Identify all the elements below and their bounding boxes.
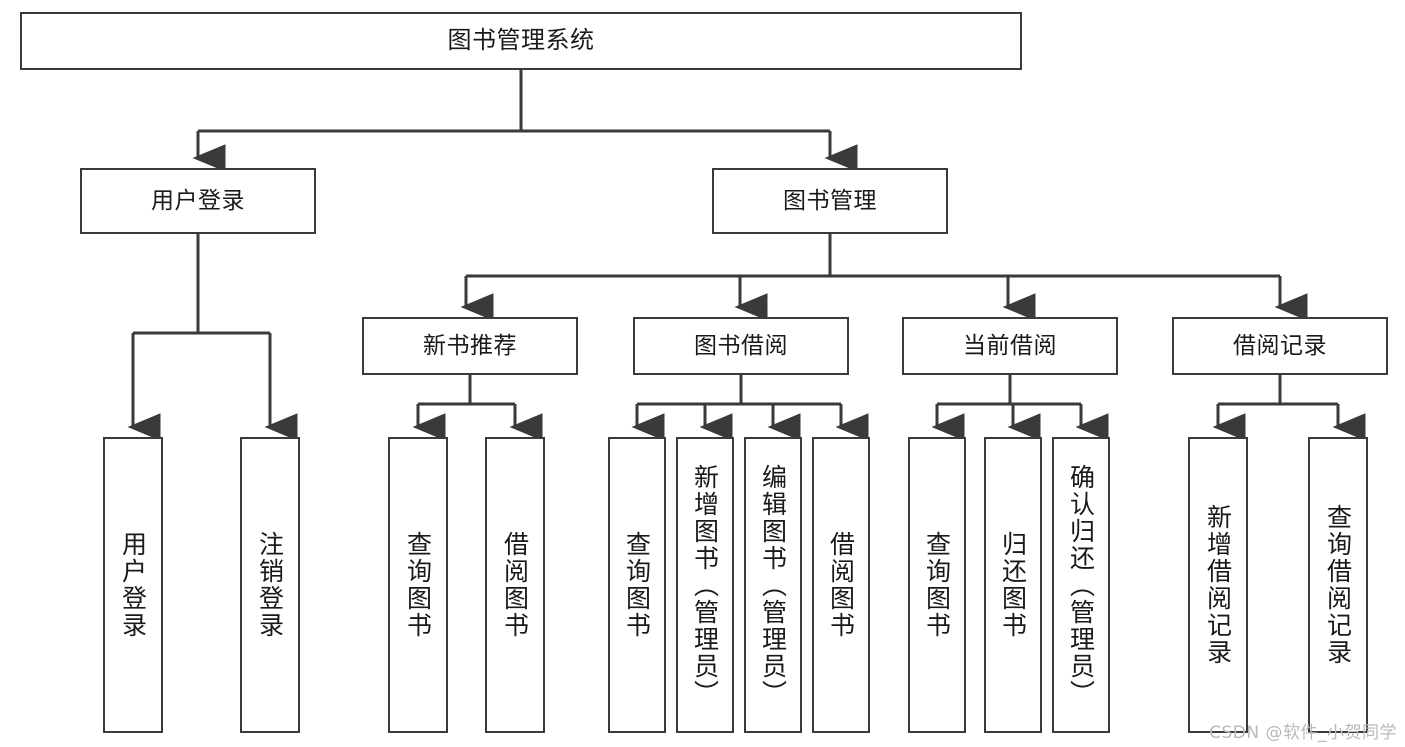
leaf-current-borrow-0-label: 查询图书 (922, 531, 952, 639)
leaf-user-login-0-label: 用户登录 (118, 531, 148, 639)
leaf-book-borrow-1-label: 新增图书（管理员） (690, 463, 720, 707)
node-new-book-recommend[interactable]: 新书推荐 (362, 317, 578, 375)
leaf-current-borrow-0[interactable]: 查询图书 (908, 437, 966, 733)
leaf-book-borrow-2[interactable]: 编辑图书（管理员） (744, 437, 802, 733)
node-book-borrow[interactable]: 图书借阅 (633, 317, 849, 375)
leaf-user-login-0[interactable]: 用户登录 (103, 437, 163, 733)
leaf-user-login-1[interactable]: 注销登录 (240, 437, 300, 733)
node-book-borrow-label: 图书借阅 (694, 332, 788, 359)
node-book-management-label: 图书管理 (783, 187, 877, 214)
leaf-new-book-0[interactable]: 查询图书 (388, 437, 448, 733)
leaf-current-borrow-2-label: 确认归还（管理员） (1066, 463, 1096, 707)
leaf-book-borrow-2-label: 编辑图书（管理员） (758, 463, 788, 707)
node-current-borrow[interactable]: 当前借阅 (902, 317, 1118, 375)
node-borrow-record-label: 借阅记录 (1233, 332, 1327, 359)
node-user-login[interactable]: 用户登录 (80, 168, 316, 234)
node-current-borrow-label: 当前借阅 (963, 332, 1057, 359)
node-root[interactable]: 图书管理系统 (20, 12, 1022, 70)
leaf-current-borrow-1-label: 归还图书 (998, 531, 1028, 639)
leaf-borrow-record-0[interactable]: 新增借阅记录 (1188, 437, 1248, 733)
leaf-book-borrow-0-label: 查询图书 (622, 531, 652, 639)
leaf-book-borrow-0[interactable]: 查询图书 (608, 437, 666, 733)
leaf-book-borrow-3-label: 借阅图书 (826, 531, 856, 639)
node-root-label: 图书管理系统 (447, 26, 595, 55)
leaf-borrow-record-0-label: 新增借阅记录 (1203, 504, 1233, 666)
leaf-new-book-1-label: 借阅图书 (500, 531, 530, 639)
leaf-borrow-record-1-label: 查询借阅记录 (1323, 504, 1353, 666)
csdn-watermark: CSDN @软件_小贺同学 (1209, 723, 1397, 743)
node-new-book-recommend-label: 新书推荐 (423, 332, 517, 359)
leaf-current-borrow-2[interactable]: 确认归还（管理员） (1052, 437, 1110, 733)
node-borrow-record[interactable]: 借阅记录 (1172, 317, 1388, 375)
node-user-login-label: 用户登录 (151, 187, 245, 214)
leaf-user-login-1-label: 注销登录 (255, 531, 285, 639)
leaf-book-borrow-3[interactable]: 借阅图书 (812, 437, 870, 733)
leaf-current-borrow-1[interactable]: 归还图书 (984, 437, 1042, 733)
leaf-book-borrow-1[interactable]: 新增图书（管理员） (676, 437, 734, 733)
leaf-borrow-record-1[interactable]: 查询借阅记录 (1308, 437, 1368, 733)
leaf-new-book-1[interactable]: 借阅图书 (485, 437, 545, 733)
node-book-management[interactable]: 图书管理 (712, 168, 948, 234)
leaf-new-book-0-label: 查询图书 (403, 531, 433, 639)
